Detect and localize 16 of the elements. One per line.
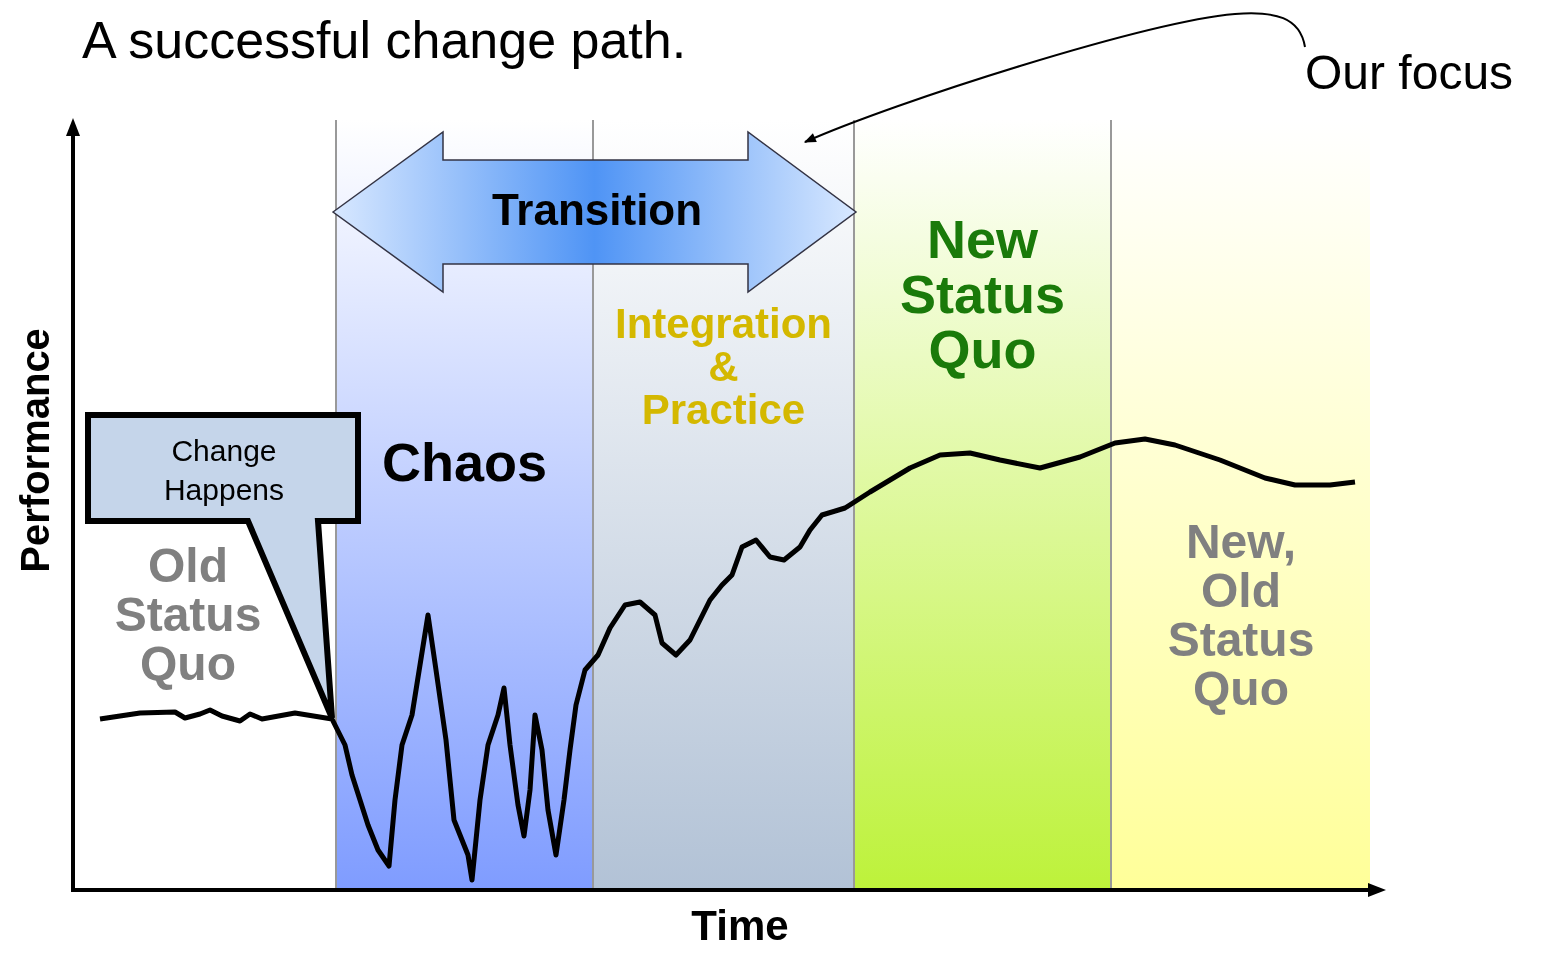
title: A successful change path. [82,10,687,70]
stage-label: New, Old Status Quo [1166,518,1316,714]
stage-label: Chaos [380,435,548,491]
stage-label: New Status Quo [898,212,1066,378]
stage-band [1110,120,1370,890]
stage-label: Old Status Quo [113,542,263,689]
callout-text: Change Happens [162,433,286,508]
axis-title: Performance [14,327,56,575]
stage-label: Integration & Practice [614,303,833,432]
stage-band [853,120,1110,890]
stage-band [592,294,853,890]
arrow [803,12,1306,143]
stage-band [335,294,592,890]
annotation-text: Our focus [1305,45,1514,100]
axis-title: Time [690,905,790,948]
arrow-label: Transition [490,185,704,235]
